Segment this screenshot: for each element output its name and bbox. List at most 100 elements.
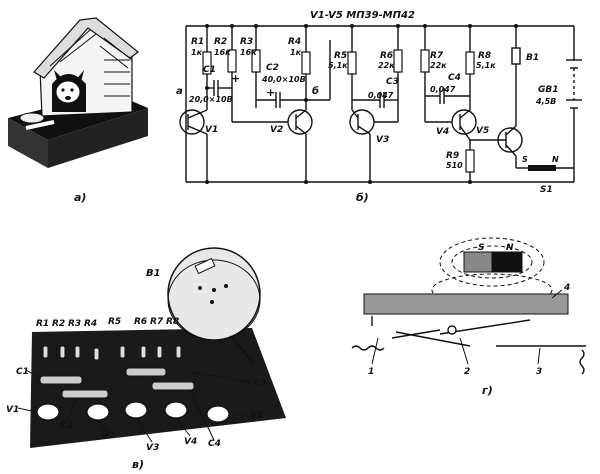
board-label-v4: V4 xyxy=(184,437,197,447)
value-r7: 22к xyxy=(430,61,447,70)
label-r7: R7 xyxy=(430,51,444,61)
plank xyxy=(363,293,569,315)
house-roof xyxy=(33,17,139,79)
value-r5: 5,1к xyxy=(328,61,348,70)
transistor-v1 xyxy=(179,109,208,182)
label-r4: R4 xyxy=(288,37,301,47)
magnet-leader-lines xyxy=(371,289,563,365)
board-label-r4: R4 xyxy=(84,319,97,329)
label-v4: V4 xyxy=(436,127,449,137)
magnet-label-n: N xyxy=(506,243,514,253)
transistor-v2 xyxy=(231,100,313,182)
relay-b1 xyxy=(511,47,521,65)
board-leader-lines xyxy=(17,369,251,443)
transistor-v5 xyxy=(470,72,523,168)
dog-eye-right xyxy=(70,88,74,92)
label-v3: V3 xyxy=(376,135,389,145)
board-label-c3: C3 xyxy=(254,379,267,389)
spring-right xyxy=(579,349,585,375)
label-c3: C3 xyxy=(386,77,399,87)
label-c4: C4 xyxy=(448,73,461,83)
value-r3: 16к xyxy=(240,48,257,57)
value-r8: 5,1к xyxy=(476,61,496,70)
base-left xyxy=(8,118,48,168)
board-label-v5: V5 xyxy=(250,411,263,421)
board-label-r2: R2 xyxy=(52,319,65,329)
label-r2: R2 xyxy=(214,37,227,47)
label-v2: V2 xyxy=(270,125,283,135)
board-label-v1: V1 xyxy=(6,405,19,415)
label-b1: B1 xyxy=(526,53,539,63)
board-label-c1: C1 xyxy=(16,367,29,377)
label-r3: R3 xyxy=(240,37,253,47)
label-v5: V5 xyxy=(476,126,489,136)
magnet-label-s: S xyxy=(478,243,484,253)
board-label-v3: V3 xyxy=(146,443,159,453)
circuit-board: B1 R1 R2 R3 R4 R5 R6 R7 R8 C1 C2 C3 xyxy=(6,247,286,453)
value-r2: 16к xyxy=(214,48,231,57)
dog-eye-left xyxy=(61,88,65,92)
label-r8: R8 xyxy=(478,51,491,61)
value-c2: 40,0×10В xyxy=(261,75,306,84)
caption-v: в) xyxy=(132,458,144,471)
board-label-c4: C4 xyxy=(208,439,221,449)
dog-head xyxy=(55,80,81,104)
label-c2: C2 xyxy=(266,63,279,73)
label-r5: R5 xyxy=(334,51,347,61)
board-capacitors xyxy=(39,367,195,399)
magnet-pole-n xyxy=(491,251,523,273)
value-c3: 0,047 xyxy=(368,91,394,100)
label-v1: V1 xyxy=(205,125,218,135)
resistor-r3 xyxy=(251,49,261,73)
magnet-pole-s xyxy=(463,251,493,273)
label-r1: R1 xyxy=(191,37,204,47)
caption-a: а) xyxy=(74,191,86,204)
battery-gb1 xyxy=(566,59,582,120)
label-r9: R9 xyxy=(446,151,459,161)
doghouse-illustration xyxy=(8,17,148,168)
resistor-r5 xyxy=(347,51,357,75)
spring-left xyxy=(351,345,385,351)
dog-ear-right xyxy=(76,70,84,86)
board-transistors xyxy=(36,401,230,423)
node-a: а xyxy=(176,86,183,97)
board-label-v2: V2 xyxy=(102,431,115,441)
resistor-r6 xyxy=(393,49,403,73)
junction-dots xyxy=(205,24,518,184)
resistor-r8 xyxy=(465,51,475,75)
magnet-detail: S N 1 2 3 4 xyxy=(351,237,586,377)
reed-pole-s: S xyxy=(522,155,528,164)
bone xyxy=(25,120,55,130)
dog-ear-left xyxy=(54,70,64,84)
value-c4: 0,047 xyxy=(430,85,456,94)
relay-wire xyxy=(229,335,253,365)
reed-pole-n: N xyxy=(552,155,559,164)
value-r6: 22к xyxy=(378,61,395,70)
caption-g: г) xyxy=(482,384,493,397)
callout-2: 2 xyxy=(464,367,470,377)
resistor-r9 xyxy=(465,149,475,173)
board-label-r5: R5 xyxy=(108,317,121,327)
schematic-header: V1-V5 МП39-МП42 xyxy=(310,10,415,21)
board-label-r8: R8 xyxy=(166,317,179,327)
value-r4: 1к xyxy=(290,48,302,57)
dog-nose xyxy=(65,96,71,100)
transistor-v4 xyxy=(424,100,477,141)
plus-c1: + xyxy=(231,72,240,85)
lever-mechanism xyxy=(371,316,586,347)
label-c1: C1 xyxy=(203,65,216,75)
board-label-b1: B1 xyxy=(146,268,161,279)
resistor-r2 xyxy=(227,49,237,73)
value-r1: 1к xyxy=(191,48,203,57)
callout-1: 1 xyxy=(368,367,374,377)
resistor-r7 xyxy=(420,49,430,73)
board-label-r6: R6 xyxy=(134,317,147,327)
label-r6: R6 xyxy=(380,51,393,61)
node-b: б xyxy=(312,85,319,97)
board-resistors xyxy=(42,345,182,361)
callout-3: 3 xyxy=(536,367,542,377)
board-label-r7: R7 xyxy=(150,317,164,327)
value-gb1: 4,5В xyxy=(535,97,556,106)
resistor-r4 xyxy=(301,51,311,75)
